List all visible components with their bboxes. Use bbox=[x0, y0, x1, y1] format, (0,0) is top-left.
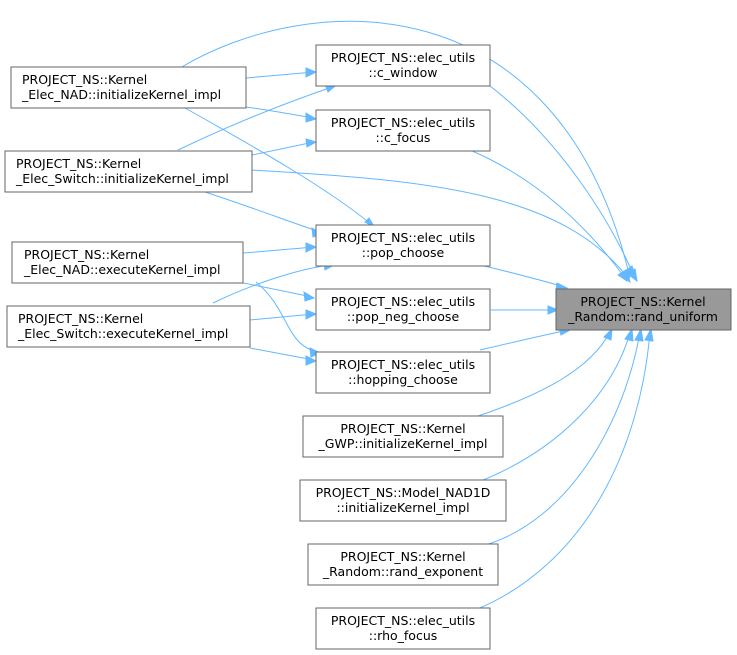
node-line1: PROJECT_NS::Kernel bbox=[340, 549, 465, 564]
node-rand-exponent[interactable]: PROJECT_NS::Kernel _Random::rand_exponen… bbox=[307, 543, 499, 586]
node-pop-choose[interactable]: PROJECT_NS::elec_utils ::pop_choose bbox=[315, 224, 491, 267]
node-line2: ::pop_neg_choose bbox=[347, 309, 460, 324]
node-line1: PROJECT_NS::Kernel bbox=[340, 421, 465, 436]
node-line2: _GWP::initializeKernel_impl bbox=[318, 436, 488, 451]
edge-switch-init-to-pop-choose bbox=[204, 191, 324, 238]
node-line1: PROJECT_NS::Model_NAD1D bbox=[316, 485, 491, 500]
node-line1: PROJECT_NS::elec_utils bbox=[331, 294, 475, 309]
node-elec-switch-initialize[interactable]: PROJECT_NS::Kernel _Elec_Switch::initial… bbox=[4, 150, 253, 193]
node-line2: _Elec_NAD::executeKernel_impl bbox=[23, 262, 221, 277]
edge-gwp-to-target bbox=[477, 327, 613, 417]
node-line2: ::rho_focus bbox=[369, 628, 438, 643]
node-c-window[interactable]: PROJECT_NS::elec_utils ::c_window bbox=[315, 44, 491, 87]
edge-nad-init-to-c-window bbox=[245, 67, 318, 79]
edge-rand-exponent-to-target bbox=[484, 327, 644, 546]
edge-nad-exec-to-hopping bbox=[255, 281, 322, 358]
node-line2: _Elec_Switch::initializeKernel_impl bbox=[15, 171, 229, 186]
node-elec-switch-execute[interactable]: PROJECT_NS::Kernel _Elec_Switch::execute… bbox=[6, 305, 251, 348]
node-line1: PROJECT_NS::elec_utils bbox=[331, 357, 475, 372]
edge-pop-neg-to-target bbox=[491, 305, 560, 315]
edge-rho-focus-to-target bbox=[474, 327, 654, 611]
node-line1: PROJECT_NS::Kernel bbox=[580, 294, 705, 309]
node-line1: PROJECT_NS::Kernel bbox=[18, 311, 143, 326]
node-line1: PROJECT_NS::Kernel bbox=[24, 247, 149, 262]
edge-pop-choose-to-target bbox=[479, 264, 569, 292]
node-line1: PROJECT_NS::elec_utils bbox=[331, 50, 475, 65]
edge-nad1d-to-target bbox=[477, 327, 634, 483]
edge-c-focus-to-target bbox=[469, 149, 628, 282]
edge-switch-exec-to-hopping bbox=[249, 347, 318, 366]
edge-nad-exec-to-pop-neg bbox=[242, 282, 316, 302]
edge-switch-exec-to-pop-neg bbox=[249, 309, 318, 321]
node-line2: ::c_focus bbox=[376, 130, 431, 145]
node-line1: PROJECT_NS::elec_utils bbox=[331, 230, 475, 245]
edge-nad-exec-to-pop-choose bbox=[242, 242, 318, 254]
edge-switch-init-to-c-focus bbox=[251, 138, 318, 156]
edge-c-window-to-target bbox=[489, 85, 638, 283]
node-rho-focus[interactable]: PROJECT_NS::elec_utils ::rho_focus bbox=[315, 607, 491, 650]
node-line1: PROJECT_NS::Kernel bbox=[22, 72, 147, 87]
node-line2: _Elec_Switch::executeKernel_impl bbox=[17, 326, 228, 341]
node-elec-nad-initialize[interactable]: PROJECT_NS::Kernel _Elec_NAD::initialize… bbox=[10, 66, 247, 109]
node-line2: ::pop_choose bbox=[362, 245, 445, 260]
node-model-nad1d-initialize[interactable]: PROJECT_NS::Model_NAD1D ::initializeKern… bbox=[299, 479, 507, 522]
node-rand-uniform[interactable]: PROJECT_NS::Kernel _Random::rand_uniform bbox=[555, 288, 732, 331]
node-elec-nad-execute[interactable]: PROJECT_NS::Kernel _Elec_NAD::executeKer… bbox=[11, 241, 244, 284]
node-gwp-initialize[interactable]: PROJECT_NS::Kernel _GWP::initializeKerne… bbox=[302, 415, 504, 458]
node-line2: _Elec_NAD::initializeKernel_impl bbox=[21, 87, 221, 102]
node-c-focus[interactable]: PROJECT_NS::elec_utils ::c_focus bbox=[315, 109, 491, 152]
node-line2: _Random::rand_uniform bbox=[567, 309, 718, 324]
node-line2: ::c_window bbox=[369, 65, 438, 80]
node-line2: ::hopping_choose bbox=[348, 372, 458, 387]
node-line1: PROJECT_NS::elec_utils bbox=[331, 115, 475, 130]
node-line1: PROJECT_NS::Kernel bbox=[16, 156, 141, 171]
node-line2: ::initializeKernel_impl bbox=[336, 500, 469, 515]
node-pop-neg-choose[interactable]: PROJECT_NS::elec_utils ::pop_neg_choose bbox=[315, 288, 491, 331]
node-line2: _Random::rand_exponent bbox=[322, 564, 483, 579]
node-hopping-choose[interactable]: PROJECT_NS::elec_utils ::hopping_choose bbox=[315, 351, 491, 394]
node-line1: PROJECT_NS::elec_utils bbox=[331, 613, 475, 628]
edge-nad-init-to-c-focus bbox=[245, 106, 318, 123]
